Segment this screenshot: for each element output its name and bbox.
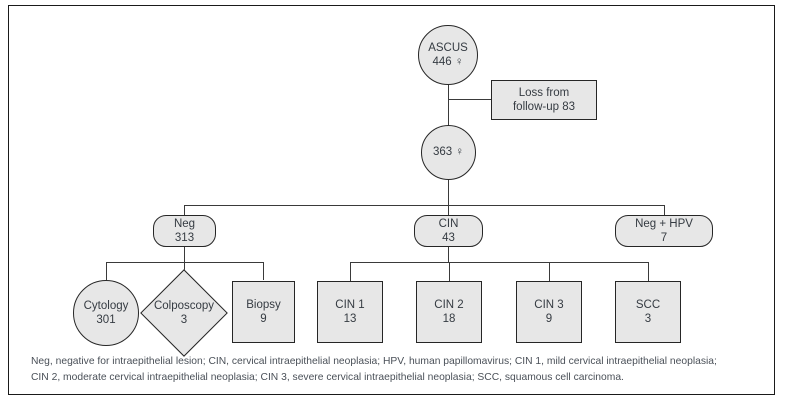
node-cin1[interactable]: CIN 1 13 xyxy=(317,281,383,343)
node-scc-count: 3 xyxy=(644,313,652,325)
edge-fork-to-cin xyxy=(448,205,450,216)
node-cin2-title: CIN 2 xyxy=(434,298,464,311)
node-cin3-title: CIN 3 xyxy=(534,298,564,311)
node-neg[interactable]: Neg 313 xyxy=(153,215,216,247)
node-cytology-title: Cytology xyxy=(83,299,129,312)
node-biopsy-count: 9 xyxy=(260,313,267,325)
node-colposcopy-count: 3 xyxy=(180,314,188,326)
node-cin-title: CIN xyxy=(438,217,459,230)
node-neg-hpv[interactable]: Neg + HPV 7 xyxy=(615,215,713,247)
edge-ascus-to-loss xyxy=(448,99,491,101)
footnote-line-2: CIN 2, moderate cervical intraepithelial… xyxy=(31,371,624,383)
node-ascus-count: 446 ♀ xyxy=(432,56,464,68)
edge-fork-to-neg xyxy=(184,205,186,216)
node-cin3[interactable]: CIN 3 9 xyxy=(516,281,582,343)
node-cin2[interactable]: CIN 2 18 xyxy=(416,281,482,343)
node-cin2-count: 18 xyxy=(442,313,456,325)
node-colposcopy[interactable]: Colposcopy 3 xyxy=(140,269,228,357)
node-followed-count: 363 ♀ xyxy=(432,146,464,159)
edge-cin-fork-to-cin2 xyxy=(449,262,451,281)
node-loss-count: follow-up 83 xyxy=(512,101,575,113)
node-neg-hpv-title: Neg + HPV xyxy=(635,217,693,230)
edge-neg-fork-to-cytology xyxy=(106,262,108,280)
edge-neg-to-fork xyxy=(184,246,186,263)
node-cin1-title: CIN 1 xyxy=(335,298,365,311)
edge-cin-fork-bar xyxy=(350,262,649,264)
edge-cin-to-fork xyxy=(448,246,450,263)
footnote-line-1: Neg, negative for intraepithelial lesion… xyxy=(31,356,717,367)
node-scc[interactable]: SCC 3 xyxy=(615,281,681,343)
node-cin-count: 43 xyxy=(442,232,455,244)
node-cin[interactable]: CIN 43 xyxy=(414,215,483,247)
node-loss-from-followup[interactable]: Loss from follow-up 83 xyxy=(491,80,597,120)
node-cin1-count: 13 xyxy=(343,313,357,325)
node-colposcopy-title: Colposcopy xyxy=(153,299,215,312)
node-cin3-count: 9 xyxy=(545,313,553,325)
edge-fork-bar-main xyxy=(184,205,665,207)
edge-followed-to-fork xyxy=(448,174,450,206)
node-loss-title: Loss from xyxy=(518,86,570,99)
figure-frame: ASCUS 446 ♀ Loss from follow-up 83 363 ♀… xyxy=(8,5,775,395)
node-neg-hpv-count: 7 xyxy=(660,232,668,244)
node-ascus[interactable]: ASCUS 446 ♀ xyxy=(418,25,478,85)
edge-cin-fork-to-scc xyxy=(648,262,650,281)
edge-fork-to-neg-hpv xyxy=(664,205,666,216)
flowchart-canvas: ASCUS 446 ♀ Loss from follow-up 83 363 ♀… xyxy=(9,6,776,357)
figure-footnote: Neg, negative for intraepithelial lesion… xyxy=(31,354,761,386)
node-followed-cohort[interactable]: 363 ♀ xyxy=(421,125,476,180)
edge-ascus-to-followed xyxy=(448,84,450,126)
node-cytology[interactable]: Cytology 301 xyxy=(73,280,139,346)
edge-neg-fork-to-biopsy xyxy=(263,262,265,280)
node-biopsy-title: Biopsy xyxy=(246,298,281,311)
edge-cin-fork-to-cin1 xyxy=(350,262,352,281)
node-scc-title: SCC xyxy=(635,298,661,311)
node-neg-title: Neg xyxy=(173,217,196,230)
node-neg-count: 313 xyxy=(174,232,195,244)
edge-cin-fork-to-cin3 xyxy=(549,262,551,281)
node-colposcopy-label: Colposcopy 3 xyxy=(154,299,214,328)
node-cytology-count: 301 xyxy=(96,314,116,326)
node-ascus-title: ASCUS xyxy=(428,41,468,54)
node-biopsy[interactable]: Biopsy 9 xyxy=(232,281,295,343)
